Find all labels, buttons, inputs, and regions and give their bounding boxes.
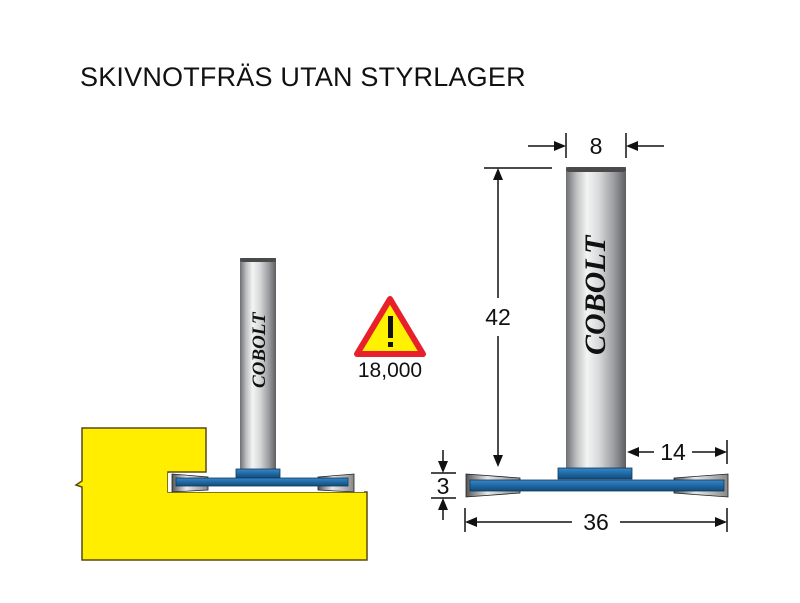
dim-cut-depth: [627, 440, 728, 464]
rpm-label: 18,000: [358, 359, 422, 382]
dim-cutter-diameter: [464, 508, 728, 532]
dim-shank-diameter-label: 8: [590, 133, 603, 159]
left-shank: COBOLT: [240, 258, 276, 470]
dim-cutter-diameter-label: 36: [583, 509, 609, 535]
dim-cut-depth-label: 14: [660, 439, 686, 465]
right-shank: COBOLT: [566, 167, 626, 469]
wood-workpiece: [74, 427, 368, 561]
dim-thickness-label: 3: [437, 473, 450, 499]
warning-sign: 18,000: [354, 296, 426, 382]
left-brand-label: COBOLT: [249, 311, 270, 388]
dim-thickness: [431, 450, 456, 520]
right-figure: COBOLT 8 42: [431, 133, 729, 535]
dim-shank-length: [484, 167, 552, 467]
right-brand-label: COBOLT: [579, 234, 612, 355]
dim-shank-length-label: 42: [485, 304, 511, 330]
dim-shank-diameter: [528, 133, 664, 158]
page-title: SKIVNOTFRÄS UTAN STYRLAGER: [80, 62, 526, 92]
left-figure: COBOLT: [74, 258, 368, 561]
